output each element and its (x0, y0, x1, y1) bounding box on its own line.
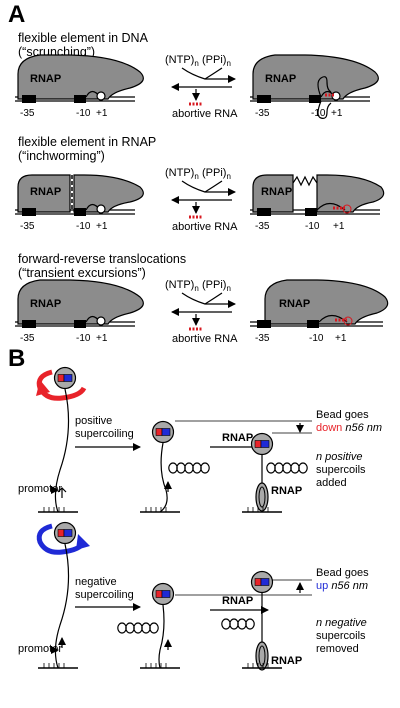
magnetic-bead (53, 366, 77, 390)
svg-text:supercoiling: supercoiling (75, 589, 134, 601)
rnap-complex-initial: RNAP -35 -10 +1 (14, 54, 144, 119)
panel-a-label: A (8, 1, 25, 28)
svg-text:+1: +1 (333, 221, 345, 232)
minus10-label: -10 (76, 108, 91, 119)
svg-text:abortive RNA: abortive RNA (172, 221, 238, 233)
svg-text:(PPi)n: (PPi)n (202, 54, 231, 68)
positive-word: positive (75, 415, 112, 427)
svg-text:(NTP)n: (NTP)n (165, 279, 199, 293)
negative-word: negative (75, 576, 117, 588)
svg-text:-35: -35 (255, 333, 270, 344)
rnap-complex-inchworm: RNAP -35 -10 +1 (250, 174, 385, 232)
svg-text:-35: -35 (255, 221, 270, 232)
rnap-complex-initial-2: RNAP -35 -10 +1 (15, 174, 144, 232)
bead-direction-down: down (316, 422, 342, 434)
row2-title: flexible element in RNAP (18, 135, 156, 149)
svg-text:RNAP: RNAP (30, 298, 61, 310)
svg-text:promoter: promoter (18, 643, 62, 655)
reaction-arrows: (NTP)n (PPi)n abortive RNA (165, 54, 238, 120)
svg-text:RNAP: RNAP (261, 186, 292, 198)
svg-text:+1: +1 (96, 221, 108, 232)
svg-text:-10: -10 (76, 333, 91, 344)
rnap-complex-translocated: RNAP -35 -10 +1 (250, 279, 389, 344)
svg-text:RNAP: RNAP (279, 298, 310, 310)
plus1-label: +1 (96, 108, 108, 119)
row-inchworming: flexible element in RNAP (“inchworming”)… (15, 135, 385, 233)
coils-added: added (316, 477, 347, 489)
coil-text-1: n positive (316, 451, 362, 463)
svg-text:-10: -10 (76, 221, 91, 232)
row3-subtitle: (“transient excursions”) (18, 266, 146, 280)
positive-supercoiling-scheme: promoter positive supercoiling RNAP (18, 366, 382, 513)
svg-text:-35: -35 (20, 333, 35, 344)
row3-title: forward-reverse translocations (18, 252, 186, 266)
svg-text:+1: +1 (335, 333, 347, 344)
svg-text:-10: -10 (309, 333, 324, 344)
svg-text:+1: +1 (96, 333, 108, 344)
supercoiling-label: supercoiling (75, 428, 134, 440)
rnap-step-label: RNAP (222, 432, 253, 444)
svg-text:down n56 nm: down n56 nm (316, 422, 382, 434)
svg-text:(PPi)n: (PPi)n (202, 279, 231, 293)
svg-text:RNAP: RNAP (222, 595, 253, 607)
svg-text:(NTP)n: (NTP)n (165, 167, 199, 181)
promoter-label: promoter (18, 483, 62, 495)
rnap-complex-initial-3: RNAP -35 -10 +1 (14, 279, 144, 344)
svg-text:-10: -10 (305, 221, 320, 232)
svg-text:RNAP: RNAP (271, 485, 302, 497)
svg-text:(NTP)n: (NTP)n (165, 54, 199, 68)
bead-text-1: Bead goes (316, 409, 369, 421)
row2-subtitle: (“inchworming”) (18, 149, 105, 163)
svg-text:+1: +1 (331, 108, 343, 119)
minus35-label: -35 (20, 108, 35, 119)
svg-text:RNAP: RNAP (271, 655, 302, 667)
svg-text:abortive RNA: abortive RNA (172, 333, 238, 345)
rnap-label: RNAP (30, 73, 61, 85)
bead-direction-up: up (316, 580, 328, 592)
svg-text:Bead goes: Bead goes (316, 567, 369, 579)
svg-text:supercoils: supercoils (316, 630, 366, 642)
svg-text:-35: -35 (255, 108, 270, 119)
panel-b-label: B (8, 345, 25, 372)
svg-text:(PPi)n: (PPi)n (202, 167, 231, 181)
abortive-rna-label: abortive RNA (172, 108, 238, 120)
coils-removed: removed (316, 643, 359, 655)
svg-text:up n56 nm: up n56 nm (316, 580, 368, 592)
row1-title: flexible element in DNA (18, 31, 149, 45)
svg-text:RNAP: RNAP (265, 73, 296, 85)
reaction-arrows-3: (NTP)n (PPi)n abortive RNA (165, 279, 238, 345)
row-transient-excursions: forward-reverse translocations (“transie… (14, 252, 389, 345)
rnap-complex-scrunched: RNAP -35 -10 +1 (249, 54, 379, 119)
svg-text:n negative: n negative (316, 617, 367, 629)
reaction-arrows-2: (NTP)n (PPi)n abortive RNA (165, 167, 238, 233)
negative-supercoiling-scheme: promoter negative supercoiling RNAP R (18, 521, 369, 671)
row-scrunching: flexible element in DNA (“scrunching”) R… (14, 31, 379, 120)
svg-text:supercoils: supercoils (316, 464, 366, 476)
svg-text:RNAP: RNAP (30, 186, 61, 198)
svg-text:-35: -35 (20, 221, 35, 232)
